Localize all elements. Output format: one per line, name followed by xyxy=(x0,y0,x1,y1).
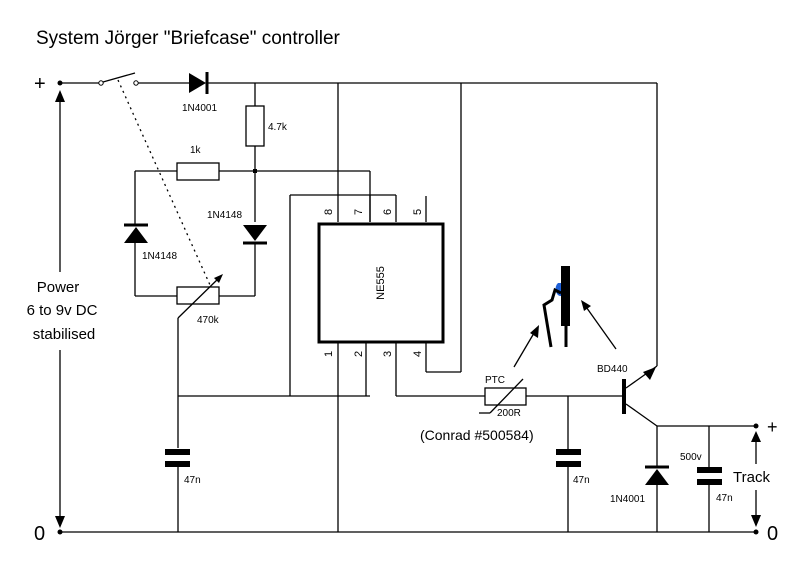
pin-7-label: 7 xyxy=(353,209,365,215)
power-plus-label: + xyxy=(34,73,46,95)
pot-label: 470k xyxy=(197,315,220,326)
ic-label: NE555 xyxy=(375,266,387,300)
capacitor-c1 xyxy=(165,449,190,467)
d2-label: 1N4148 xyxy=(142,251,177,262)
d1-label: 1N4001 xyxy=(182,103,217,114)
c3-voltage-label: 500v xyxy=(680,452,702,463)
pin-1-label: 1 xyxy=(323,351,335,357)
diode-d3 xyxy=(243,225,267,245)
pin-5-label: 5 xyxy=(412,209,424,215)
c3-label: 47n xyxy=(716,493,733,504)
track-plus-label: + xyxy=(767,417,778,437)
power-voltage-arrow xyxy=(55,90,65,528)
power-label-line2: 6 to 9v DC xyxy=(27,302,98,319)
d3-label: 1N4148 xyxy=(207,210,242,221)
c2-label: 47n xyxy=(573,475,590,486)
resistor-4-7k xyxy=(245,105,265,147)
ptc-note: (Conrad #500584) xyxy=(420,427,534,443)
ptc-value: 200R xyxy=(497,408,521,419)
track-zero-terminal xyxy=(753,529,759,535)
diode-d2 xyxy=(124,223,148,243)
diode-d1 xyxy=(189,72,209,94)
transistor-bd440 xyxy=(622,365,658,427)
thermal-contact-illustration xyxy=(513,266,617,368)
track-plus-terminal xyxy=(753,423,759,429)
power-label-line1: Power xyxy=(37,279,80,296)
ic-ne555 xyxy=(317,222,445,344)
ptc-label: PTC xyxy=(485,375,505,386)
capacitor-c3 xyxy=(697,467,722,485)
d4-label: 1N4001 xyxy=(610,494,645,505)
track-zero-label: 0 xyxy=(767,523,778,545)
transistor-label: BD440 xyxy=(597,364,628,375)
diagram-title: System Jörger "Briefcase" controller xyxy=(36,28,341,49)
r2-label: 1k xyxy=(190,145,202,156)
r1-label: 4.7k xyxy=(268,122,288,133)
track-voltage-arrow xyxy=(751,431,761,527)
pin-8-label: 8 xyxy=(323,209,335,215)
power-zero-label: 0 xyxy=(34,523,45,545)
pin-4-label: 4 xyxy=(412,351,424,357)
pin-6-label: 6 xyxy=(382,209,394,215)
c1-label: 47n xyxy=(184,475,201,486)
resistor-1k xyxy=(176,162,220,181)
potentiometer-470k xyxy=(176,286,220,305)
pin-2-label: 2 xyxy=(353,351,365,357)
power-label-line3: stabilised xyxy=(33,326,96,343)
capacitor-c2 xyxy=(556,449,581,467)
track-label: Track xyxy=(733,469,770,486)
diode-d4 xyxy=(645,465,669,485)
pin-3-label: 3 xyxy=(382,351,394,357)
